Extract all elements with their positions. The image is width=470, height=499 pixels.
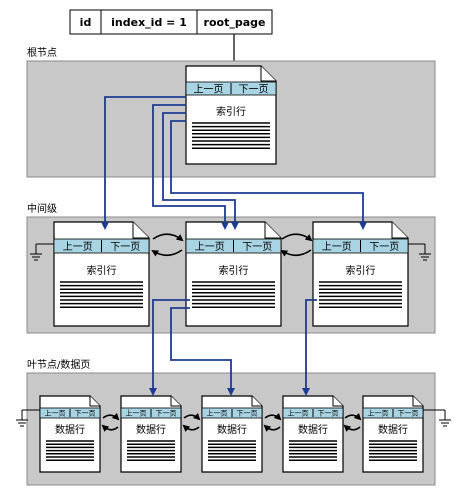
- pointer-arrow: [152, 104, 229, 230]
- next-page-label: 下一页: [110, 241, 140, 253]
- data-row-label: 数据行: [136, 423, 166, 436]
- prev-page-label: 上一页: [45, 409, 66, 418]
- pointer-arrow: [101, 96, 186, 230]
- data-row-label: 数据行: [298, 423, 328, 436]
- leaf-sibling-next-arrow: [264, 412, 282, 421]
- ground-symbol-intermediate-right: [408, 243, 431, 261]
- pointer-arrow: [149, 299, 190, 396]
- pointer-arrow: [170, 120, 367, 230]
- pointer-arrow: [170, 307, 235, 396]
- header-root-page-text: root_page: [204, 16, 266, 29]
- intermediate-to-leaf-pointers: [149, 299, 317, 396]
- pointer-arrow: [302, 299, 317, 396]
- index-row-label: 索引行: [87, 264, 117, 277]
- next-page-label: 下一页: [75, 410, 96, 418]
- leaf-sibling-prev-arrow: [182, 424, 200, 432]
- leaf-sibling-prev-arrow: [343, 424, 361, 432]
- pointer-arrow: [162, 112, 239, 230]
- prev-page-label: 上一页: [63, 241, 93, 253]
- root-level-label: 根节点: [27, 46, 57, 59]
- next-page-label: 下一页: [239, 83, 269, 95]
- leaf-level-label: 叶节点/数据页: [27, 358, 90, 371]
- data-row-label: 数据行: [378, 423, 408, 436]
- index-row-label: 索引行: [216, 105, 246, 118]
- sibling-prev-arrow: [151, 249, 183, 257]
- leaf-sibling-prev-arrow: [101, 424, 119, 432]
- next-page-label: 下一页: [369, 241, 399, 253]
- prev-page-label: 上一页: [368, 409, 389, 418]
- next-page-label: 下一页: [237, 410, 258, 418]
- leaf-sibling-next-arrow: [102, 412, 120, 421]
- header-index-id-text: index_id = 1: [111, 16, 187, 29]
- ground-symbol-leaf-left: [16, 409, 40, 427]
- header-cell-id: [69, 9, 102, 35]
- prev-page-label: 上一页: [194, 83, 224, 95]
- prev-page-label: 上一页: [195, 241, 225, 253]
- next-page-label: 下一页: [156, 410, 177, 418]
- sibling-next-arrow: [152, 233, 184, 242]
- sysindexes-header: id index_id = 1 root_page: [69, 9, 273, 66]
- prev-page-label: 上一页: [322, 241, 352, 253]
- leaf-sibling-prev-arrow: [263, 424, 281, 432]
- sibling-prev-arrow: [280, 249, 312, 257]
- prev-page-label: 上一页: [207, 409, 228, 418]
- data-row-label: 数据行: [55, 423, 85, 436]
- index-row-label: 索引行: [219, 264, 249, 277]
- next-page-label: 下一页: [398, 410, 419, 418]
- sibling-links-leaf: [101, 412, 362, 432]
- pages-layer: 上一页下一页索引行上一页下一页索引行上一页下一页索引行上一页下一页索引行上一页下…: [39, 65, 424, 473]
- header-cell-index-id: [100, 9, 198, 35]
- ground-symbol-intermediate-left: [30, 243, 54, 261]
- intermediate-level-label: 中间级: [27, 202, 57, 215]
- ground-symbol-leaf-right: [420, 409, 451, 427]
- sibling-next-arrow: [281, 233, 313, 242]
- data-row-label: 数据行: [217, 423, 247, 436]
- index-row-label: 索引行: [346, 264, 376, 277]
- prev-page-label: 上一页: [288, 409, 309, 418]
- root-to-intermediate-pointers: [101, 96, 367, 230]
- sibling-links-intermediate: [151, 233, 313, 257]
- next-page-label: 下一页: [242, 241, 272, 253]
- prev-page-label: 上一页: [126, 409, 147, 418]
- next-page-label: 下一页: [318, 410, 339, 418]
- leaf-sibling-next-arrow: [183, 412, 201, 421]
- header-id-text: id: [80, 16, 92, 29]
- leaf-sibling-next-arrow: [344, 412, 362, 421]
